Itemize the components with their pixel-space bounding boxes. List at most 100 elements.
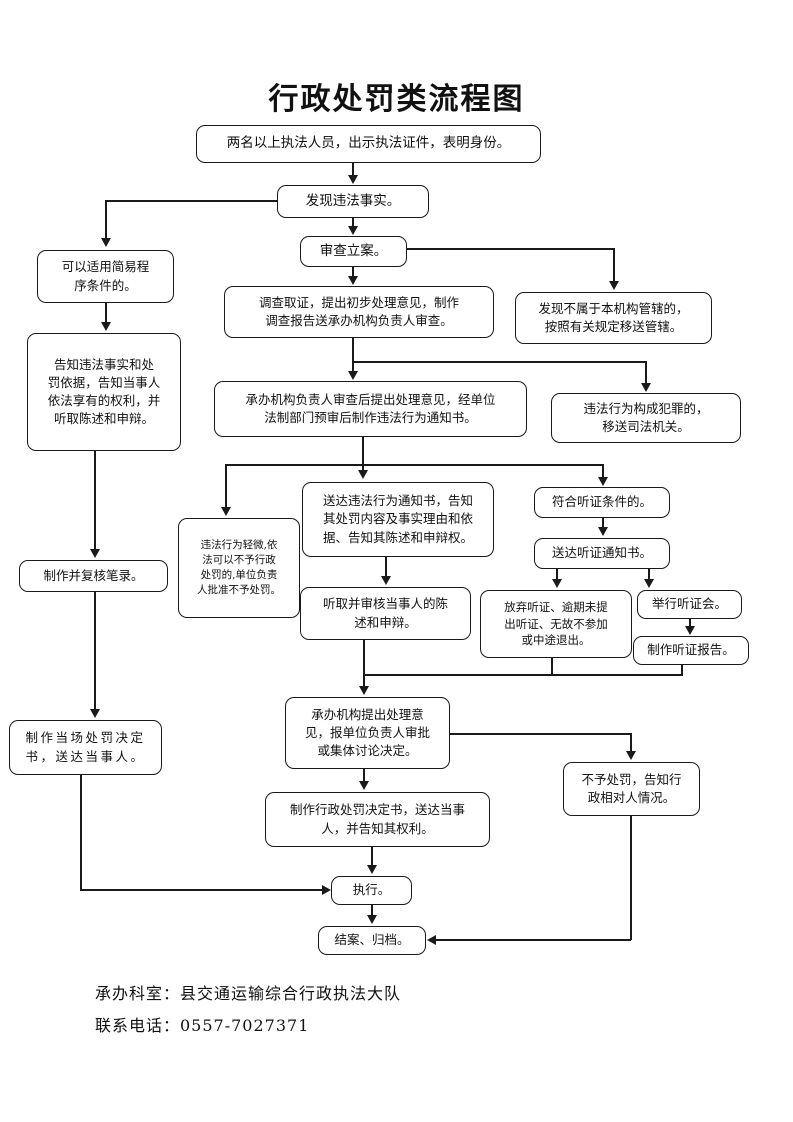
node-label: 制作行政处罚决定书，送达当事 人，并告知其权利。 — [289, 802, 465, 836]
connector-n3-n4 — [352, 267, 354, 276]
page-title: 行政处罚类流程图 — [268, 82, 525, 117]
connector-n22-to-n24 — [436, 939, 631, 941]
connector-n3-right-bus — [406, 248, 614, 250]
node-label: 举行听证会。 — [651, 596, 727, 612]
connector-n1-n2 — [352, 163, 354, 177]
node-label: 结案、归档。 — [334, 932, 410, 948]
arrowhead-n15-n16 — [598, 527, 608, 536]
node-onsite-penalty-decision: 制作当场处罚决定 书，送达当事人。 — [9, 720, 162, 775]
node-no-penalty-inform: 不予处罚，告知行 政相对人情况。 — [563, 762, 700, 816]
connector-n19-down — [681, 665, 683, 675]
node-make-penalty-decision: 制作行政处罚决定书，送达当事 人，并告知其权利。 — [265, 792, 490, 847]
arrowhead-n22 — [626, 751, 636, 760]
connector-n2-left-bus — [105, 200, 278, 202]
arrowhead-execute-left — [322, 885, 331, 895]
node-review-case-filing: 审查立案。 — [300, 236, 407, 267]
connector-n11-down — [80, 775, 82, 889]
node-label: 送达违法行为通知书，告知 其处罚内容及事实理由和依 据、告知其陈述和申辩权。 — [322, 493, 473, 545]
node-label: 两名以上执法人员，出示执法证件，表明身份。 — [226, 135, 511, 152]
arrowhead-n2-n3 — [348, 226, 358, 235]
node-label: 审查立案。 — [319, 242, 388, 259]
arrowhead-n16-n18 — [644, 579, 654, 588]
connector-bus-right-n15 — [602, 464, 604, 478]
arrowhead-n6-n13 — [358, 470, 368, 479]
arrowhead-n7 — [641, 383, 651, 392]
node-label: 承办机构负责人审查后提出处理意见，经单位 法制部门预审后制作违法行为通知书。 — [245, 391, 496, 425]
connector-n20-right-bus — [449, 733, 632, 735]
connector-n21-n23 — [371, 847, 373, 866]
arrowhead-n10-n11 — [90, 709, 100, 718]
node-label: 制作并复核笔录。 — [43, 567, 144, 583]
connector-n10-n11 — [94, 592, 96, 709]
connector-n4-n6 — [352, 338, 354, 372]
connector-bus-hearing-out — [363, 674, 683, 676]
connector-right-down-n5 — [613, 248, 615, 282]
node-identify-officers: 两名以上执法人员，出示执法证件，表明身份。 — [196, 125, 541, 163]
connector-n20-n21 — [363, 769, 365, 781]
node-label: 可以适用简易程 序条件的。 — [61, 259, 150, 293]
node-label: 不予处罚，告知行 政相对人情况。 — [581, 771, 682, 805]
node-chief-review-notice: 承办机构负责人审查后提出处理意见，经单位 法制部门预审后制作违法行为通知书。 — [214, 381, 527, 437]
node-hold-hearing: 举行听证会。 — [637, 590, 742, 619]
arrowhead-n18-n19 — [685, 626, 695, 635]
node-discover-violation: 发现违法事实。 — [277, 185, 429, 218]
node-hearing-conditions-met: 符合听证条件的。 — [534, 487, 670, 518]
connector-bus-left-n12 — [225, 464, 227, 508]
node-inform-facts-basis: 告知违法事实和处 罚依据，告知当事人 依法享有的权利，并 听取陈述和申辩。 — [27, 333, 181, 451]
node-label: 制作听证报告。 — [647, 642, 735, 658]
arrowhead-n1-n2 — [348, 175, 358, 184]
node-hearing-report: 制作听证报告。 — [633, 636, 749, 665]
node-minor-violation-exempt: 违法行为轻微,依 法可以不予行政 处罚的,单位负责 人批准不予处罚。 — [178, 518, 300, 618]
connector-n8-n9 — [105, 303, 107, 323]
arrowhead-n8-n9 — [101, 322, 111, 331]
node-out-of-jurisdiction: 发现不属于本机构管辖的， 按照有关规定移送管辖。 — [515, 292, 712, 344]
connector-n16-n18 — [648, 569, 650, 580]
connector-n9-n10 — [94, 451, 96, 550]
node-submit-opinion-approval: 承办机构提出处理意 见，报单位负责人审批 或集体讨论决定。 — [285, 697, 450, 769]
node-label: 听取并审核当事人的陈 述和申辩。 — [322, 596, 448, 630]
arrowhead-n24-right — [427, 935, 436, 945]
footer-department: 承办科室：县交通运输综合行政执法大队 — [95, 984, 402, 1003]
node-label: 发现不属于本机构管辖的， 按照有关规定移送管辖。 — [538, 300, 689, 334]
node-label: 制作当场处罚决定 书，送达当事人。 — [25, 730, 146, 764]
node-hear-review-statement: 听取并审核当事人的陈 述和申辩。 — [300, 587, 471, 640]
connector-n2-n3 — [352, 218, 354, 226]
arrowhead-n16-n17 — [552, 579, 562, 588]
node-label: 违法行为构成犯罪的， 移送司法机关。 — [583, 400, 709, 434]
node-label: 违法行为轻微,依 法可以不予行政 处罚的,单位负责 人批准不予处罚。 — [197, 538, 281, 597]
connector-n15-n16 — [602, 518, 604, 527]
connector-n6-down — [362, 437, 364, 471]
connector-n13-n14 — [385, 557, 387, 577]
arrowhead-n20-n21 — [359, 781, 369, 790]
connector-left-down-n8 — [105, 200, 107, 238]
node-label: 执行。 — [352, 882, 391, 898]
arrowhead-n9-n10 — [90, 549, 100, 558]
node-simple-procedure-eligible: 可以适用简易程 序条件的。 — [37, 250, 174, 303]
arrowhead-n14-n20 — [359, 686, 369, 695]
arrowhead-n3-n4 — [348, 276, 358, 285]
connector-n11-to-execute — [80, 889, 323, 891]
node-label: 调查取证，提出初步处理意见，制作 调查报告送承办机构负责人审查。 — [258, 294, 459, 328]
node-execute: 执行。 — [331, 876, 412, 905]
node-label: 告知违法事实和处 罚依据，告知当事人 依法享有的权利，并 听取陈述和申辩。 — [47, 356, 161, 427]
node-transfer-judicial: 违法行为构成犯罪的， 移送司法机关。 — [551, 393, 741, 443]
connector-n14-n20 — [363, 640, 365, 687]
connector-right-down-n22 — [630, 733, 632, 752]
arrowhead-n13-n14 — [381, 576, 391, 585]
node-waive-hearing: 放弃听证、逾期未提 出听证、无故不参加 或中途退出。 — [480, 590, 632, 658]
node-label: 送达听证通知书。 — [551, 545, 652, 561]
connector-bus-level3 — [225, 464, 603, 466]
connector-n4-right-bus — [352, 361, 646, 363]
node-label: 放弃听证、逾期未提 出听证、无故不参加 或中途退出。 — [504, 599, 608, 648]
node-deliver-hearing-notice: 送达听证通知书。 — [534, 538, 670, 569]
node-make-record: 制作并复核笔录。 — [19, 560, 168, 592]
node-deliver-violation-notice: 送达违法行为通知书，告知 其处罚内容及事实理由和依 据、告知其陈述和申辩权。 — [302, 482, 494, 557]
footer-phone: 联系电话：0557-7027371 — [95, 1016, 310, 1035]
connector-right-down-n7 — [645, 361, 647, 384]
connector-n18-n19 — [689, 619, 691, 626]
connector-n16-n17 — [556, 569, 558, 580]
node-label: 符合听证条件的。 — [551, 494, 652, 510]
arrowhead-n8 — [101, 238, 111, 247]
node-label: 承办机构提出处理意 见，报单位负责人审批 或集体讨论决定。 — [304, 706, 430, 759]
